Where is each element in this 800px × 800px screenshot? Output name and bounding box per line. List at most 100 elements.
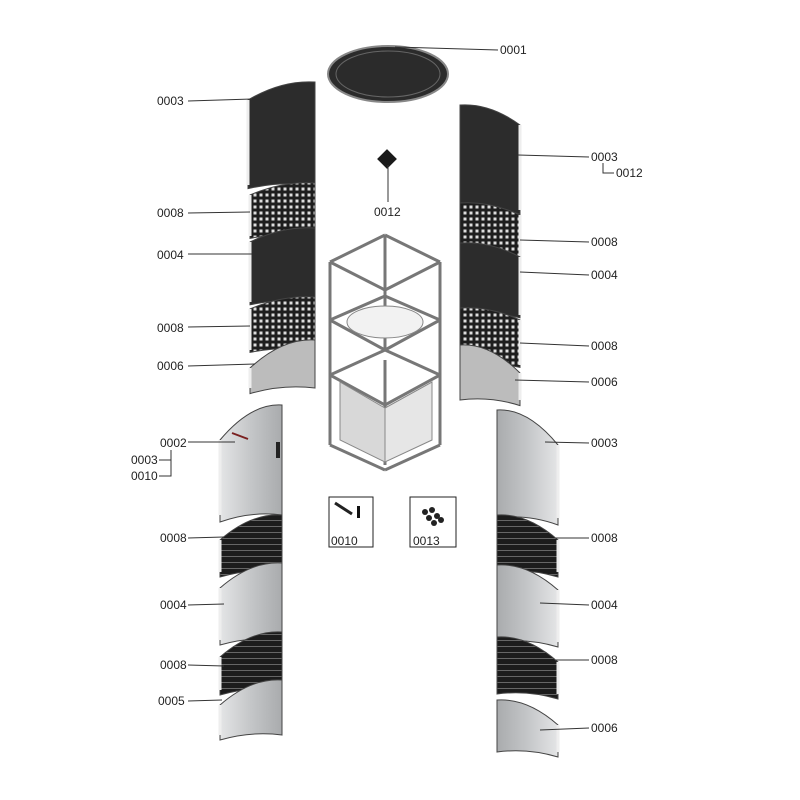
- callout-0004: 0004: [539, 598, 618, 612]
- part-number-label: 0008: [591, 653, 618, 667]
- callout-0006: 0006: [514, 375, 618, 389]
- callout-0003: 0003: [157, 94, 253, 108]
- callout-0005: 0005: [158, 694, 223, 708]
- part-number-label: 0008: [160, 531, 187, 545]
- part-number-label: 0004: [591, 598, 618, 612]
- grille-0008-left-3-body: [219, 514, 283, 578]
- base-0006-right: [496, 699, 560, 758]
- callout-0008: 0008: [519, 339, 618, 353]
- callout-0008: 0008: [556, 653, 618, 667]
- frame-bar: [384, 348, 441, 377]
- leader-line: [187, 363, 256, 367]
- frame-bar: [384, 443, 441, 472]
- callout-0008: 0008: [160, 531, 225, 545]
- panel-0004-left-low: [218, 562, 283, 646]
- callout-0003: 0003: [131, 450, 172, 467]
- frame-bar: [384, 233, 441, 264]
- part-number-label: 0003: [131, 453, 158, 467]
- part-number-label: 0006: [157, 359, 184, 373]
- panel-0004-right: [459, 242, 522, 319]
- leader-line: [602, 163, 614, 174]
- leader-line: [187, 536, 225, 539]
- door-0002-left: [218, 404, 283, 523]
- panel-0006-left: [248, 339, 316, 395]
- frame-bar: [384, 260, 441, 292]
- callout-0010: 0010: [131, 460, 172, 483]
- base-0005-left-body: [219, 679, 283, 741]
- callout-0003: 0003: [517, 150, 618, 164]
- callout-0001: 0001: [394, 43, 527, 57]
- screw-icon: [422, 509, 428, 515]
- part-number-label: 0004: [160, 598, 187, 612]
- frame-bar: [384, 318, 441, 352]
- part-number-label: 0003: [591, 436, 618, 450]
- frame-side-right: [384, 381, 433, 463]
- frame-bar: [384, 294, 441, 322]
- frame-bar: [329, 318, 386, 352]
- base-0006-right-body: [496, 699, 559, 758]
- panel-0006-left-body: [249, 339, 316, 395]
- frame-bar: [329, 373, 386, 407]
- frame-part: [328, 233, 442, 472]
- callout-0010: 0010: [331, 534, 358, 548]
- panel-0004-right-body: [459, 242, 521, 319]
- callout-0002: 0002: [160, 436, 235, 450]
- leader-line: [187, 98, 253, 102]
- grille-0008-left-4: [218, 631, 283, 696]
- panel-0003-right-top-body: [459, 104, 521, 215]
- part-number-label: 0008: [591, 339, 618, 353]
- door-0002-left-body: [219, 404, 283, 523]
- callout-0008: 0008: [157, 206, 251, 220]
- frame-bar: [329, 260, 386, 292]
- frame-bar: [329, 348, 386, 377]
- part-number-label: 0001: [500, 43, 527, 57]
- part-number-label: 0006: [591, 721, 618, 735]
- grille-0008-left-4-body: [219, 631, 283, 696]
- screw-icon: [434, 513, 440, 519]
- part-number-label: 0010: [131, 469, 158, 483]
- leader-line: [394, 46, 499, 51]
- leader-line: [519, 239, 590, 243]
- callout-0006: 0006: [157, 359, 256, 373]
- part-number-label: 0003: [591, 150, 618, 164]
- callout-0006: 0006: [539, 721, 618, 735]
- part-number-label: 0004: [157, 248, 184, 262]
- callout-0008: 0008: [519, 235, 618, 249]
- callout-0008: 0008: [160, 658, 225, 672]
- leader-line: [187, 325, 251, 328]
- callout-0008: 0008: [157, 321, 251, 335]
- leader-line: [544, 441, 590, 444]
- leader-line: [539, 727, 590, 731]
- grille-0008-right-4: [496, 636, 560, 700]
- callout-0008: 0008: [556, 531, 618, 545]
- part-number-label: 0012: [616, 166, 643, 180]
- leader-line: [187, 603, 225, 606]
- accessory-pin-icon: [357, 506, 360, 518]
- leader-line: [517, 154, 590, 158]
- leader-line: [539, 602, 590, 606]
- part-number-label: 0008: [157, 321, 184, 335]
- panel-0003-left-top-body: [247, 81, 316, 190]
- part-number-label: 0003: [157, 94, 184, 108]
- frame-bar: [329, 443, 386, 472]
- accessory-key-icon: [334, 501, 353, 516]
- cube-part: [377, 149, 397, 169]
- frame-bar: [329, 294, 386, 322]
- callout-0004: 0004: [160, 598, 225, 612]
- lid-part: [327, 45, 449, 103]
- panel-0003-right-top: [459, 104, 522, 215]
- leader-line: [159, 450, 172, 461]
- panel-0003-right-low: [496, 409, 560, 526]
- frame-opening: [346, 305, 424, 339]
- panel-0004-left-low-body: [219, 562, 283, 646]
- part-number-label: 0008: [591, 531, 618, 545]
- part-number-label: 0002: [160, 436, 187, 450]
- callout-0013: 0013: [413, 534, 440, 548]
- screw-icon: [426, 515, 432, 521]
- part-number-label: 0006: [591, 375, 618, 389]
- part-number-label: 0013: [413, 534, 440, 548]
- part-number-label: 0005: [158, 694, 185, 708]
- leader-line: [187, 664, 225, 667]
